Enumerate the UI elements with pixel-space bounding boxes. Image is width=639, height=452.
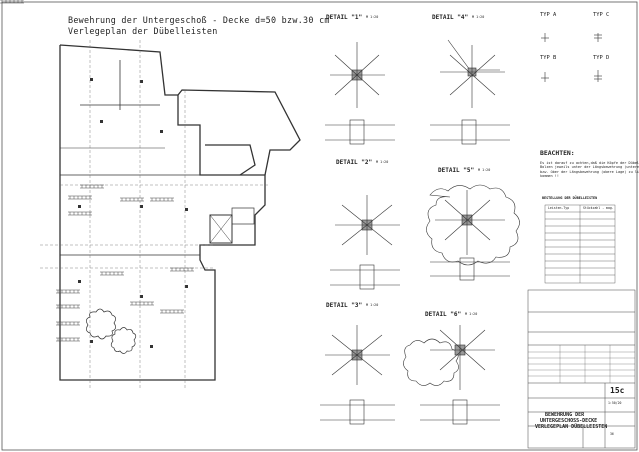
detail-3-label: DETAIL "3" — [326, 302, 363, 309]
detail-2-scale: M 1:20 — [376, 160, 389, 164]
plan-axis-lines — [40, 40, 270, 390]
drawing-title-line1: Bewehrung der Untergeschoß - Decke d=50 … — [68, 15, 330, 25]
detail-6-drawing — [403, 325, 500, 425]
detail-2-label: DETAIL "2" — [336, 159, 373, 166]
order-table-heading: BESTELLUNG DER DÜBELLEISTEN — [542, 196, 598, 200]
plan-rails — [0, 0, 195, 342]
detail-6-scale: M 1:20 — [465, 312, 478, 316]
type-b-label: TYP B — [540, 55, 557, 61]
order-table — [544, 204, 616, 284]
detail-1-drawing — [325, 42, 395, 145]
title-block-desc1: BEWEHRUNG DER — [545, 412, 585, 418]
notes-heading: BEACHTEN: — [540, 149, 575, 157]
sheet-number: 36 — [610, 432, 614, 436]
floor-plan — [59, 44, 301, 381]
detail-4-scale: M 1:20 — [472, 15, 485, 19]
detail-1-label: DETAIL "1" — [326, 14, 363, 21]
detail-3-drawing — [320, 325, 395, 425]
notes-text: Es ist darauf zu achten,daß die Köpfe de… — [540, 161, 639, 179]
detail-2-drawing — [330, 195, 400, 290]
type-c-label: TYP C — [593, 12, 610, 18]
detail-5-drawing — [426, 184, 520, 281]
drawing-scale: 1:50/20 — [608, 401, 622, 405]
type-icons — [541, 33, 602, 82]
detail-4-drawing — [430, 39, 510, 145]
type-d-label: TYP D — [593, 55, 610, 61]
plan-columns — [78, 78, 188, 348]
detail-5-label: DETAIL "5" — [438, 167, 475, 174]
plan-clouds — [86, 308, 137, 354]
order-table-col2: Stückzahl - mag. — [583, 206, 614, 210]
detail-4-label: DETAIL "4" — [432, 14, 469, 21]
title-block-desc2: UNTERGESCHOSS-DECKE — [540, 418, 598, 424]
drawing-title-line2: Verlegeplan der Dübelleisten — [68, 26, 218, 36]
type-a-label: TYP A — [540, 12, 557, 18]
detail-3-scale: M 1:20 — [366, 303, 379, 307]
title-block-desc3: VERLEGEPLAN DÜBELLEISTEN — [535, 424, 608, 430]
detail-6-label: DETAIL "6" — [425, 311, 462, 318]
detail-5-scale: M 1:20 — [478, 168, 491, 172]
drawing-number: 15c — [610, 386, 625, 395]
detail-1-scale: M 1:20 — [366, 15, 379, 19]
title-block-frame — [527, 289, 636, 449]
order-table-col1: Leisten-Typ — [548, 206, 570, 210]
